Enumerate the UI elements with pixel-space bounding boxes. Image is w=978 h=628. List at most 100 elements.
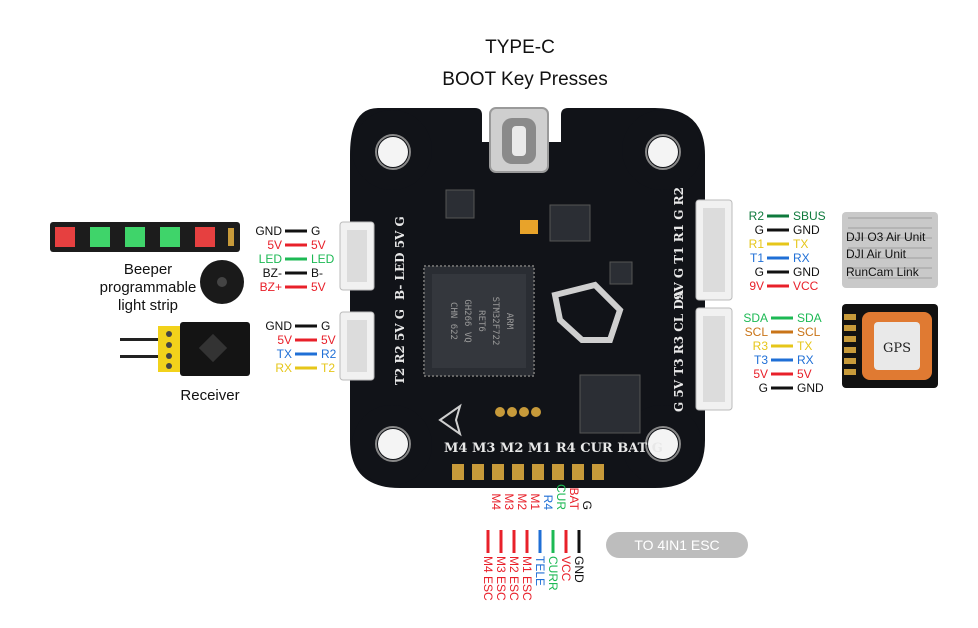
led-beeper-label-right: G [311,224,320,238]
gps-label: GPS [883,341,911,356]
led-beeper-label-right: B- [311,266,323,280]
receiver-label-right: T2 [321,361,335,375]
silk-right-connector-2: G 5V T3 R3 CL DA [672,289,686,412]
silk-bottom-row: M4 M3 M2 M1 R4 CUR BAT G [444,441,663,456]
regulator [549,204,591,242]
dji-label-right: VCC [793,279,819,293]
receiver-label-right: R2 [321,347,337,361]
beeper-caption-3: light strip [118,297,178,314]
dji-label-left: R1 [749,237,765,251]
solder-pad [592,464,604,480]
dji-label-right: RX [793,251,810,265]
gps-label-left: R3 [753,339,769,353]
dji-label-right: TX [793,237,808,251]
receiver-label-right: G [321,319,330,333]
gyro-chip [579,374,641,434]
gps-label-left: T3 [754,353,768,367]
usb-c-port [489,107,549,173]
esc-column: CUR CURR [546,484,568,591]
direction-arrow-icon [438,403,462,437]
beeper-caption-1: Beeper [124,261,172,278]
esc-label-bottom: M1 ESC [520,556,534,601]
beeper-caption-2: programmable [100,279,197,296]
esc-label-top: R4 [541,495,555,511]
gps-label-left: 5V [753,367,768,381]
esc-badge: TO 4IN1 ESC [606,532,748,558]
capacitor [520,220,538,234]
chip-text-2: STM32F722 [490,297,500,346]
esc-label-bottom: TELE [533,556,547,586]
bottom-solder-pads [452,464,604,480]
mounting-hole-br [645,426,681,462]
esc-label-top: G [580,501,594,510]
dji-air-unit-module [842,212,938,288]
led-beeper-label-left: BZ- [263,266,282,280]
esc-column: M1 M1 ESC [520,493,542,601]
dji-row: R1 TX [749,237,809,251]
esc-label-bottom: GND [572,556,586,583]
dji-label-left: G [755,265,764,279]
esc-label-top: M1 [528,493,542,510]
dji-label-left: 9V [749,279,764,293]
receiver-label-left: 5V [277,333,292,347]
gps-row: 5V 5V [753,367,811,381]
test-pads [495,407,541,417]
right-connector-1 [695,199,733,301]
silk-left-connector-2: T2 R2 5V G [393,309,407,385]
mounting-hole-tl [375,134,411,170]
gps-module [842,304,938,388]
gps-label-right: 5V [797,367,812,381]
solder-pad [572,464,584,480]
receiver-label-left: RX [275,361,292,375]
gps-label-left: G [759,381,768,395]
dji-row: 9V VCC [749,279,818,293]
left-connector-2 [339,311,375,381]
receiver-module [120,322,250,376]
esc-column: M2 M2 ESC [507,493,529,601]
dji-line-1: DJI O3 Air Unit [846,230,926,244]
led-beeper-label-left: 5V [267,238,282,252]
top-label-line2: BOOT Key Presses [442,69,607,90]
led-beeper-label-right: 5V [311,238,326,252]
esc-label-bottom: M2 ESC [507,556,521,601]
dji-label-left: T1 [750,251,764,265]
led-beeper-row: BZ+ 5V [260,280,326,294]
top-label-line1: TYPE-C [485,37,555,58]
dji-line-3: RunCam Link [846,265,920,279]
esc-label-top: M2 [515,493,529,510]
esc-label-bottom: M4 ESC [481,556,495,601]
gps-label-right: SDA [797,311,822,325]
esc-column: G GND [572,501,594,583]
mounting-hole-bl [375,426,411,462]
led-strip [50,222,240,252]
led-beeper-label-right: 5V [311,280,326,294]
board-logo [551,281,624,343]
led-beeper-label-left: BZ+ [260,280,282,294]
esc-badge-text: TO 4IN1 ESC [634,537,719,553]
left-connector-1 [339,221,375,291]
receiver-caption: Receiver [180,387,239,404]
esc-label-bottom: CURR [546,556,560,591]
led-beeper-row: BZ- B- [263,266,323,280]
chip-text-3: RET6 [476,310,486,332]
led-beeper-label-right: LED [311,252,335,266]
chip-text-4: GH266 VQ [462,299,472,342]
gps-label-right: RX [797,353,814,367]
esc-label-top: CUR [554,484,568,510]
gps-label-right: SCL [797,325,821,339]
